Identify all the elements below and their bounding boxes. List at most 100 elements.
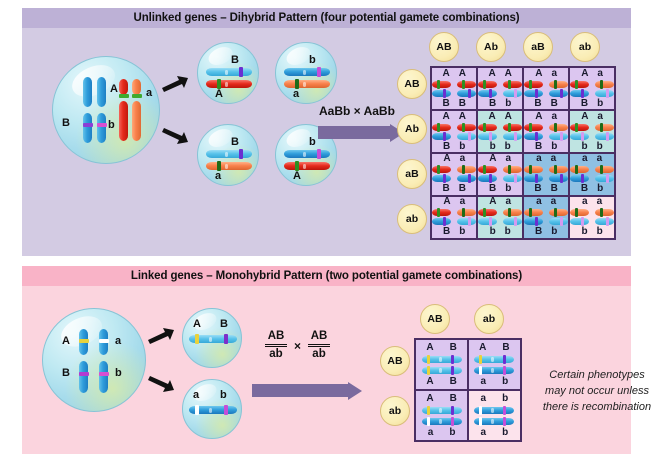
unlinked-panel-body: B b A a B xyxy=(22,28,631,256)
cross-left-bar xyxy=(265,344,287,348)
unlinked-panel-title: Unlinked genes – Dihybrid Pattern (four … xyxy=(22,8,631,28)
linked-panel-title: Linked genes – Monohybrid Pattern (two p… xyxy=(22,266,631,286)
linked-cross-arrow xyxy=(252,381,362,400)
linked-genes-panel: Linked genes – Monohybrid Pattern (two p… xyxy=(22,266,651,454)
cell-chromosomes xyxy=(432,122,477,141)
linked-col-header-AB: AB xyxy=(420,304,450,334)
cross-right-fraction: AB ab xyxy=(308,330,331,361)
cross-right-numerator: AB xyxy=(310,330,328,342)
cell-chromosomes xyxy=(474,355,515,376)
cross-left-denominator: ab xyxy=(269,348,283,361)
unlinked-genes-panel: Unlinked genes – Dihybrid Pattern (four … xyxy=(22,8,631,256)
row-header-Ab: Ab xyxy=(397,114,427,144)
cell-chromosomes xyxy=(432,79,477,98)
cross-right-denominator: ab xyxy=(312,348,326,361)
col-header-AB: AB xyxy=(429,32,459,62)
linked-panel-body: A a B b A B xyxy=(22,286,651,454)
gamete-ab-top-label: b xyxy=(309,54,316,66)
linked-parent-label-A: A xyxy=(62,335,70,347)
parent-label-b: b xyxy=(108,119,115,131)
col-header-aB: aB xyxy=(523,32,553,62)
gamete-cell-aB: B a xyxy=(197,124,259,186)
gamete-Ab-top-label: b xyxy=(309,136,316,148)
gamete-AB-bottom-label: A xyxy=(215,88,223,100)
dihybrid-cross-arrow xyxy=(318,123,404,142)
parent-label-B: B xyxy=(62,117,70,129)
split-arrow-up-icon xyxy=(162,76,188,92)
parent-cell-linked: A a B b xyxy=(42,308,146,412)
cross-left-fraction: AB ab xyxy=(265,330,287,361)
dihybrid-cross-label: AaBb × AaBb xyxy=(319,104,395,118)
linked-gamete-ab-left-label: a xyxy=(193,389,200,401)
linked-cross-label: AB ab × AB ab xyxy=(265,330,331,361)
cross-operator: × xyxy=(294,338,302,353)
cell-chromosomes xyxy=(477,79,523,98)
linked-row-header-ab: ab xyxy=(380,396,410,426)
row-header-AB: AB xyxy=(397,69,427,99)
gamete-cell-ab: b a xyxy=(275,42,337,104)
cell-chromosomes xyxy=(569,122,615,141)
cell-chromosomes xyxy=(523,122,569,141)
cross-left-numerator: AB xyxy=(267,330,285,342)
cell-chromosomes xyxy=(569,208,615,227)
cross-right-bar xyxy=(308,344,331,348)
cell-chromosomes xyxy=(523,165,569,184)
row-header-aB: aB xyxy=(397,159,427,189)
linked-parent-label-b: b xyxy=(115,367,122,379)
note-line-3: there is recombination xyxy=(542,400,652,413)
linked-col-header-ab: ab xyxy=(474,304,504,334)
row-header-ab: ab xyxy=(397,204,427,234)
note-line-1: Certain phenotypes xyxy=(549,369,645,381)
cell-chromosomes xyxy=(523,79,569,98)
gamete-Ab-bottom-label: A xyxy=(293,170,301,182)
cell-chromosomes xyxy=(432,208,477,227)
gamete-aB-top-label: B xyxy=(231,136,239,148)
